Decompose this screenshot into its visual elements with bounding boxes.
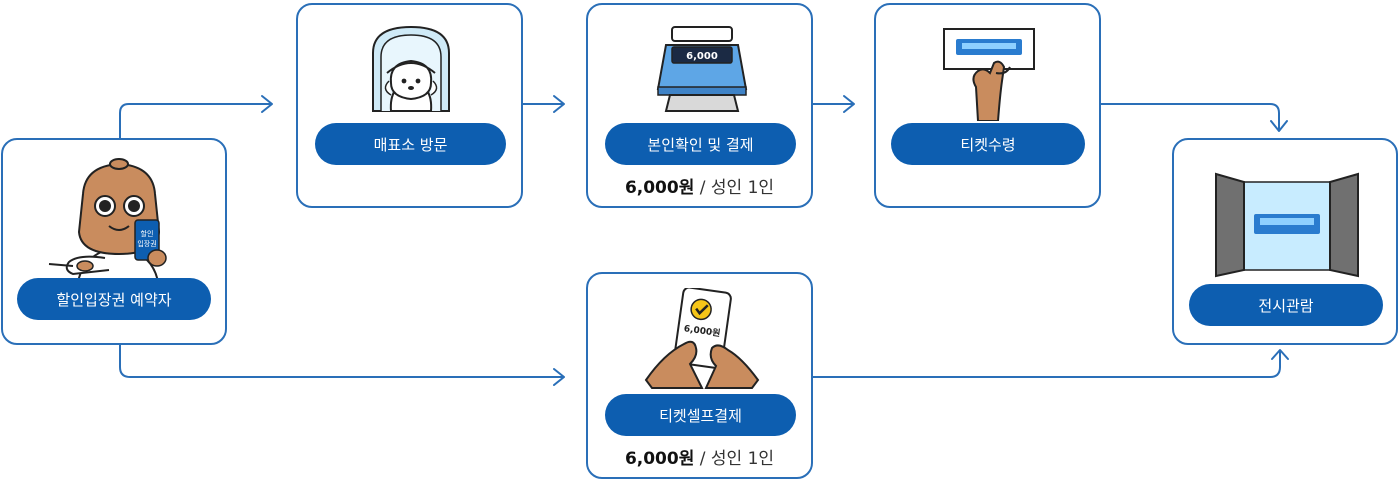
start-label: 할인입장권 예약자 — [17, 278, 211, 320]
terminal-display: 6,000 — [686, 51, 718, 62]
verify-pay-label: 본인확인 및 결제 — [605, 123, 796, 165]
self-pay-card: 6,000원 티켓셀프결제 6,000원 / 성인 1인 — [586, 272, 813, 479]
booker-character-icon: 할인 입장권 — [48, 158, 167, 291]
view-card: 전시관람 — [1172, 138, 1398, 345]
receive-card: 티켓수령 — [874, 3, 1101, 208]
self-pay-label: 티켓셀프결제 — [605, 394, 796, 436]
start-card-text-line2: 입장권 — [137, 239, 156, 248]
self-pay-price-row: 6,000원 / 성인 1인 — [588, 444, 811, 469]
arrow-start-to-visit — [119, 103, 271, 139]
visit-card: 매표소 방문 — [296, 3, 523, 208]
verify-pay-price-note: / 성인 1인 — [699, 178, 775, 198]
receive-label: 티켓수령 — [891, 123, 1085, 165]
arrow-selfpay-to-view — [812, 351, 1281, 378]
start-card-text-line1: 할인 — [141, 229, 154, 238]
verify-pay-price: 6,000원 — [624, 178, 695, 198]
view-label: 전시관람 — [1189, 284, 1383, 326]
card-terminal-icon: 6,000 — [656, 26, 748, 112]
start-card: 할인 입장권 할인입장권 예약자 — [1, 138, 227, 345]
ticket-booth-icon — [372, 25, 450, 112]
arrow-receive-to-view — [1100, 103, 1280, 130]
verify-pay-price-row: 6,000원 / 성인 1인 — [588, 173, 811, 198]
verify-pay-card: 6,000 본인확인 및 결제 6,000원 / 성인 1인 — [586, 3, 813, 208]
ticket-in-hand-icon — [943, 28, 1035, 121]
self-pay-price-note: / 성인 1인 — [699, 449, 775, 469]
arrow-start-to-selfpay — [119, 344, 563, 378]
self-payment-card-icon: 6,000원 — [644, 288, 760, 389]
self-pay-price: 6,000원 — [624, 449, 695, 469]
exhibition-door-icon — [1215, 172, 1359, 278]
visit-label: 매표소 방문 — [315, 123, 506, 165]
